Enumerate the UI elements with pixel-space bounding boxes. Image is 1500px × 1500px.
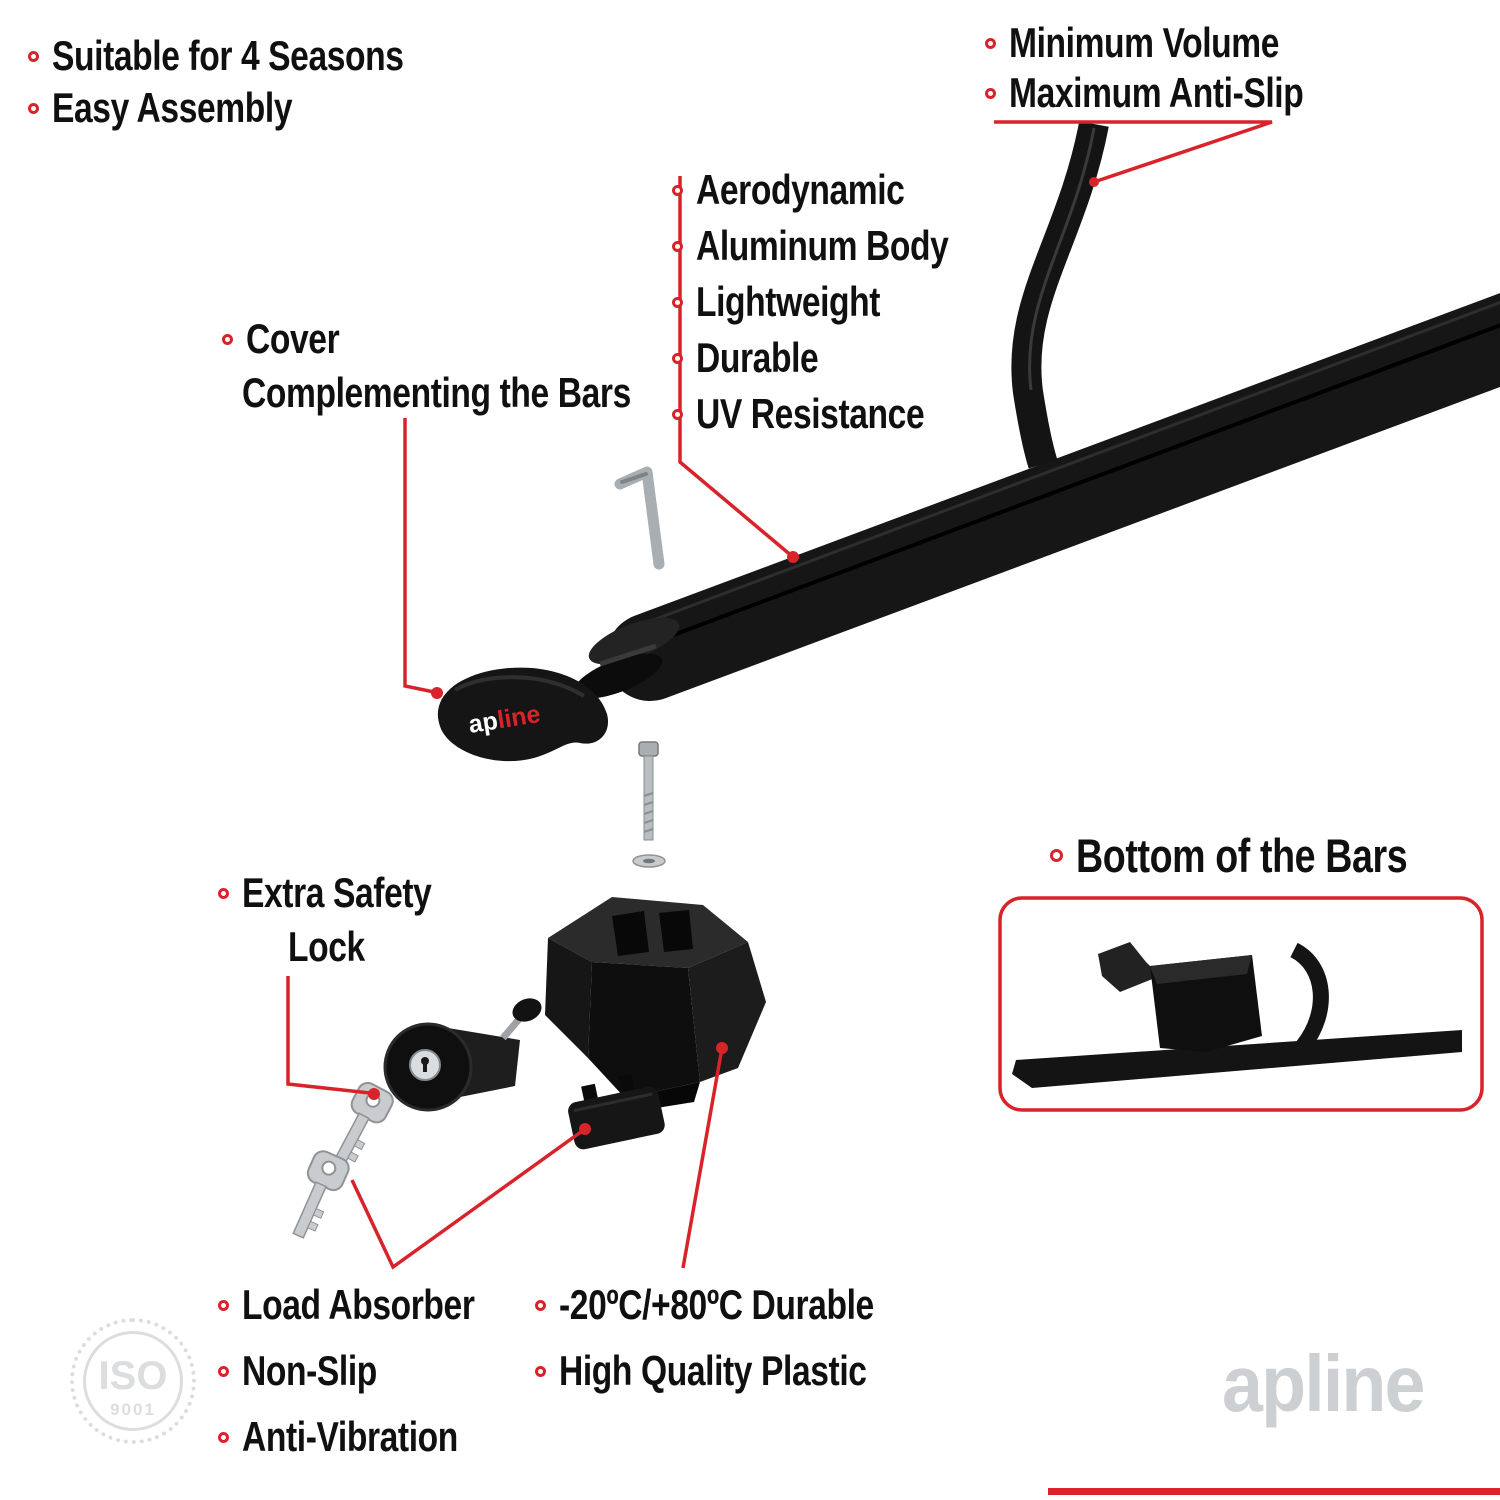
bolt-illustration xyxy=(638,741,659,841)
cover-brand-line: line xyxy=(495,700,542,734)
bottom-of-bars-title: Bottom of the Bars xyxy=(1050,828,1490,882)
bullet-icon xyxy=(985,87,996,99)
iso-badge: ISO 9001 xyxy=(70,1318,196,1444)
connector-lines xyxy=(286,120,1273,1270)
cover-label-line2: Complementing the Bars xyxy=(242,369,631,416)
feature-label: Load Absorber xyxy=(242,1281,475,1328)
bullet-icon xyxy=(28,50,39,62)
list-item: Cover xyxy=(222,312,728,366)
list-item: Bottom of the Bars xyxy=(1050,828,1490,882)
bullet-icon xyxy=(672,184,683,196)
bullet-icon xyxy=(985,37,996,49)
bottom-of-bars-panel xyxy=(998,896,1484,1112)
list-item: -20ºC/+80ºC Durable xyxy=(535,1272,953,1338)
list-item: Extra Safety xyxy=(218,866,479,920)
bar-feature-list: Aerodynamic Aluminum Body Lightweight Du… xyxy=(672,162,1012,442)
cover-brand-text: apline xyxy=(467,700,543,739)
feature-label: Durable xyxy=(696,334,819,381)
list-item: High Quality Plastic xyxy=(535,1338,953,1404)
bullet-icon xyxy=(672,352,683,364)
list-item: Anti-Vibration xyxy=(218,1404,533,1470)
iso-label: ISO xyxy=(98,1354,168,1398)
cover-brand-ap: ap xyxy=(467,707,500,739)
list-item: Minimum Volume xyxy=(985,18,1377,68)
list-item: Aerodynamic xyxy=(672,162,1012,218)
feature-label: Aluminum Body xyxy=(696,222,949,269)
lock-illustration xyxy=(383,998,542,1112)
brand-watermark: apline xyxy=(1222,1339,1425,1428)
iso-number: 9001 xyxy=(110,1400,156,1419)
bullet-icon xyxy=(672,296,683,308)
list-item: Complementing the Bars xyxy=(222,366,728,420)
end-pad-illustration xyxy=(568,1073,665,1150)
keys-illustration xyxy=(292,1081,394,1239)
feature-label: Suitable for 4 Seasons xyxy=(52,32,404,79)
feature-label: Anti-Vibration xyxy=(242,1413,458,1460)
bullet-icon xyxy=(218,887,229,899)
feature-label: Minimum Volume xyxy=(1009,19,1280,66)
rubber-strip-illustration xyxy=(1011,121,1109,469)
list-item: Lightweight xyxy=(672,274,1012,330)
crossbar-illustration xyxy=(573,293,1500,701)
feature-label: Easy Assembly xyxy=(52,84,293,131)
feature-label: UV Resistance xyxy=(696,390,925,437)
list-item: Lock xyxy=(218,920,479,974)
feature-label: Aerodynamic xyxy=(696,166,905,213)
feature-label: High Quality Plastic xyxy=(559,1347,867,1394)
bullet-icon xyxy=(535,1299,546,1311)
list-item: Maximum Anti-Slip xyxy=(985,68,1377,118)
bullet-icon xyxy=(218,1365,229,1377)
feature-label: Non-Slip xyxy=(242,1347,377,1394)
cover-illustration: apline xyxy=(437,667,609,762)
bullet-icon xyxy=(672,408,683,420)
list-item: Non-Slip xyxy=(218,1338,533,1404)
top-right-feature-list: Minimum Volume Maximum Anti-Slip xyxy=(985,18,1377,118)
list-item: Easy Assembly xyxy=(28,82,491,134)
washer-illustration xyxy=(632,854,666,868)
allen-key-illustration xyxy=(614,466,665,570)
iso-inner-ring xyxy=(83,1331,183,1431)
foot-clamp-illustration xyxy=(545,897,766,1110)
top-left-feature-list: Suitable for 4 Seasons Easy Assembly xyxy=(28,30,491,134)
list-item: Suitable for 4 Seasons xyxy=(28,30,491,82)
bullet-icon xyxy=(218,1299,229,1311)
section-title: Bottom of the Bars xyxy=(1076,828,1408,882)
bottom-accent-strip xyxy=(1048,1488,1500,1495)
lock-label-line1: Extra Safety xyxy=(242,869,432,916)
bullet-icon xyxy=(28,102,39,114)
feature-label: Lightweight xyxy=(696,278,881,325)
list-item: Load Absorber xyxy=(218,1272,533,1338)
lock-label-line2: Lock xyxy=(288,923,365,970)
connector-dots xyxy=(368,177,1099,1135)
bullet-icon xyxy=(535,1365,546,1377)
pad-feature-list: Load Absorber Non-Slip Anti-Vibration xyxy=(218,1272,533,1470)
bullet-icon xyxy=(218,1431,229,1443)
bullet-icon xyxy=(1050,848,1063,862)
bullet-icon xyxy=(222,333,233,345)
cover-label: Cover Complementing the Bars xyxy=(222,312,728,420)
list-item: Aluminum Body xyxy=(672,218,1012,274)
list-item: Durable xyxy=(672,330,1012,386)
feature-label: Maximum Anti-Slip xyxy=(1009,69,1304,116)
safety-lock-label: Extra Safety Lock xyxy=(218,866,479,974)
feature-label: -20ºC/+80ºC Durable xyxy=(559,1281,874,1328)
cover-label-line1: Cover xyxy=(246,315,340,362)
iso-outer-ring xyxy=(70,1318,196,1444)
list-item: UV Resistance xyxy=(672,386,1012,442)
material-feature-list: -20ºC/+80ºC Durable High Quality Plastic xyxy=(535,1272,953,1404)
bullet-icon xyxy=(672,240,683,252)
